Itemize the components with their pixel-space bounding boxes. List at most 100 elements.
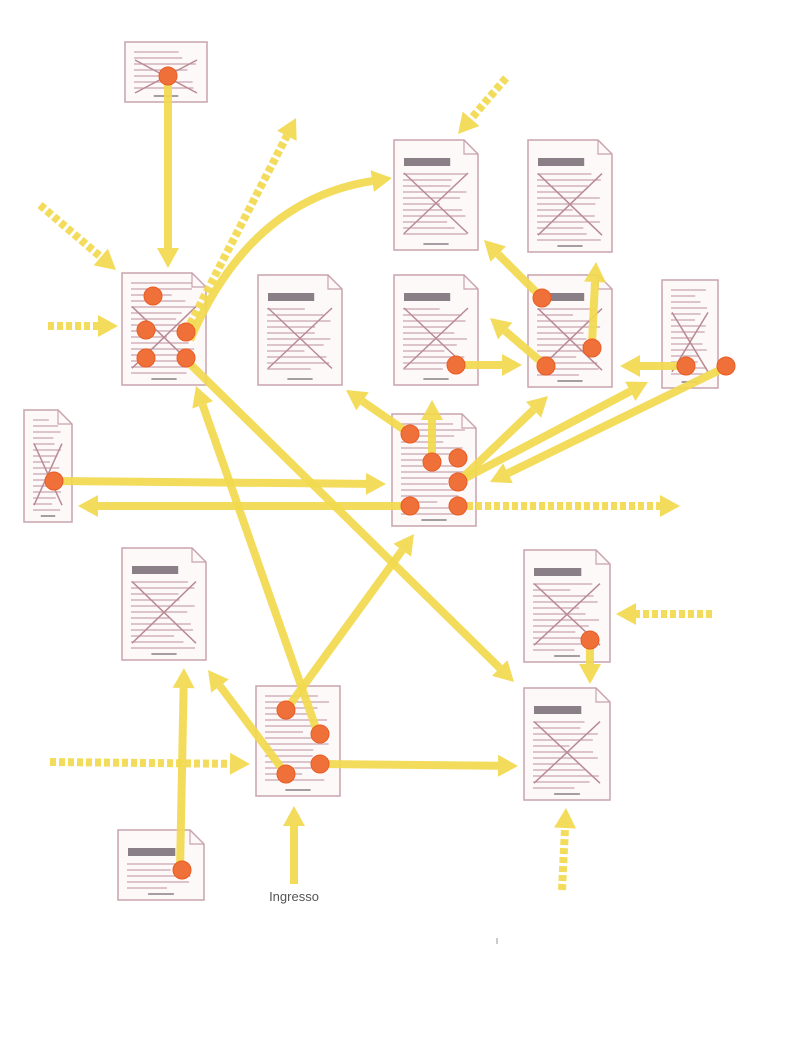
link-node-icon xyxy=(158,66,178,86)
page-title-bar xyxy=(534,568,582,576)
page-outline xyxy=(527,139,613,253)
arrow-shaft xyxy=(216,683,290,777)
page-fold-corner xyxy=(597,140,612,155)
link-arrow xyxy=(458,495,680,517)
arrow-head-icon xyxy=(584,262,607,283)
arrow-shaft xyxy=(506,362,730,477)
arrow-shaft xyxy=(558,827,570,891)
arrow-head-icon xyxy=(490,463,513,484)
page-outline xyxy=(121,547,207,661)
document-page-15 xyxy=(117,829,205,901)
arrow-shaft xyxy=(588,281,600,345)
arrow-head-icon xyxy=(484,240,506,262)
arrow-head-icon xyxy=(421,400,443,420)
link-node-icon xyxy=(176,348,196,368)
page-fold-corner xyxy=(189,830,204,845)
document-page-11 xyxy=(121,547,207,661)
link-arrow xyxy=(208,670,290,777)
arrow-head-icon xyxy=(229,752,250,775)
arrow-shaft xyxy=(37,201,104,261)
document-page-9 xyxy=(23,409,73,523)
arrow-head-icon xyxy=(98,315,118,337)
nodes-layer xyxy=(44,66,736,944)
arrow-shaft xyxy=(49,758,231,768)
arrow-head-icon xyxy=(277,118,297,141)
arrow-head-icon xyxy=(458,111,480,134)
arrow-head-icon xyxy=(192,386,213,409)
link-node-icon xyxy=(310,724,330,744)
arrow-head-icon xyxy=(157,248,179,268)
link-node-icon xyxy=(422,452,442,472)
link-arrow xyxy=(456,381,648,486)
arrow-head-icon xyxy=(625,381,648,402)
arrow-head-icon xyxy=(554,808,577,829)
link-node-icon xyxy=(400,496,420,516)
arrow-head-icon xyxy=(393,534,414,557)
page-fold-corner xyxy=(463,140,478,155)
link-node-icon xyxy=(536,356,556,376)
arrow-head-icon xyxy=(283,806,305,826)
link-arrow xyxy=(49,752,250,775)
link-node-icon xyxy=(276,700,296,720)
arrow-head-icon xyxy=(78,495,98,517)
arrow-shaft xyxy=(182,133,291,334)
link-arrow xyxy=(584,262,607,345)
arrow-shaft xyxy=(455,406,537,485)
page-title-bar xyxy=(534,706,582,714)
arrow-shaft xyxy=(198,403,322,736)
link-node-icon xyxy=(276,764,296,784)
page-fold-corner xyxy=(191,273,206,288)
document-page-14 xyxy=(523,687,611,801)
link-node-icon xyxy=(310,754,330,774)
arrow-shaft xyxy=(282,547,406,713)
page-title-bar xyxy=(538,293,585,301)
link-node-icon xyxy=(676,356,696,376)
arrow-shaft xyxy=(495,251,545,301)
link-node-icon xyxy=(400,424,420,444)
page-image-cross xyxy=(403,307,469,370)
arrow-head-icon xyxy=(620,355,640,377)
arrow-head-icon xyxy=(93,248,116,270)
page-fold-corner xyxy=(57,410,72,425)
arrow-head-icon xyxy=(365,472,386,495)
link-arrow xyxy=(78,495,410,517)
link-arrow xyxy=(48,315,118,337)
arrow-head-icon xyxy=(660,495,680,517)
page-image-cross xyxy=(267,307,333,370)
link-arrow xyxy=(183,357,514,682)
page-title-bar xyxy=(128,848,176,856)
page-image-cross xyxy=(533,721,601,784)
page-image-cross xyxy=(403,172,469,235)
page-fold-corner xyxy=(461,414,476,429)
page-title-bar xyxy=(404,293,451,301)
link-arrow xyxy=(37,201,116,270)
arrow-shaft xyxy=(176,687,188,871)
page-title-bar xyxy=(132,566,179,574)
link-arrow xyxy=(490,362,730,484)
link-arrow xyxy=(192,386,322,736)
link-node-icon xyxy=(532,288,552,308)
arrow-head-icon xyxy=(497,754,518,777)
link-arrow xyxy=(458,75,510,134)
page-image-cross xyxy=(131,581,197,644)
link-arrow xyxy=(172,668,195,871)
arrow-head-icon xyxy=(579,664,601,684)
link-node-icon xyxy=(44,471,64,491)
link-node-icon xyxy=(448,448,468,468)
page-outline xyxy=(523,687,611,801)
link-node-icon xyxy=(448,472,468,492)
page-image-cross xyxy=(533,583,601,646)
arrow-head-icon xyxy=(490,318,513,340)
arrow-shaft xyxy=(186,177,373,342)
arrow-head-icon xyxy=(208,670,229,693)
arrow-shaft xyxy=(360,398,413,438)
page-fold-corner xyxy=(463,275,478,290)
page-title-bar xyxy=(538,158,585,166)
link-node-icon xyxy=(143,286,163,306)
document-page-4 xyxy=(393,139,479,251)
page-outline xyxy=(661,279,719,389)
link-arrow xyxy=(554,808,577,891)
entry-label: Ingresso xyxy=(269,889,319,904)
link-arrow xyxy=(455,396,548,485)
arrow-shaft xyxy=(183,357,503,671)
